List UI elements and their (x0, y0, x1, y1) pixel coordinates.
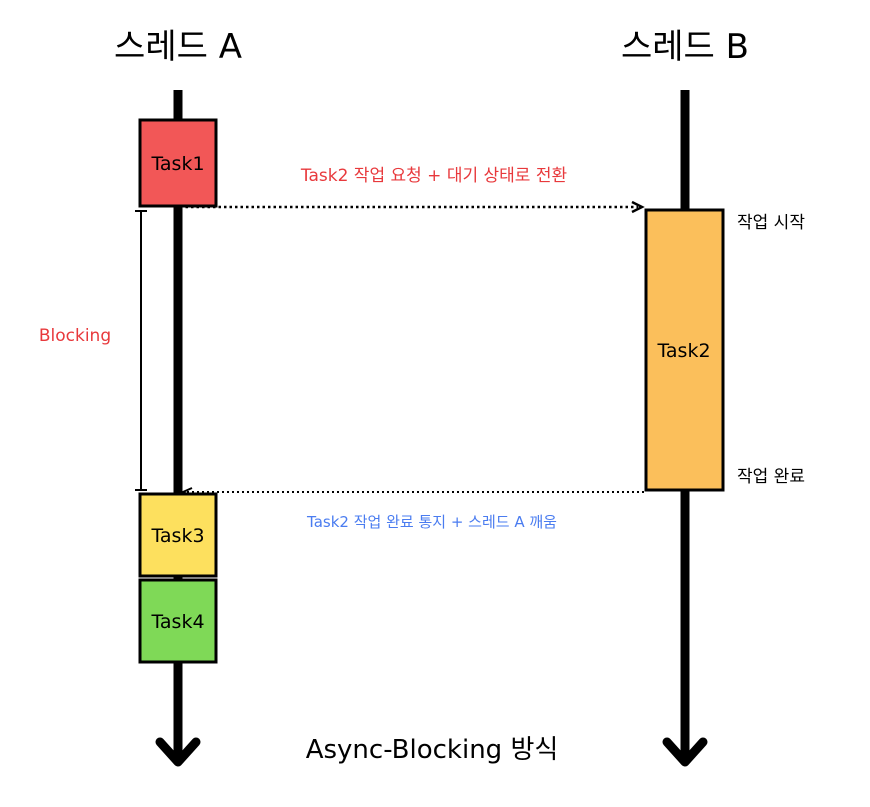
diagram-caption: Async-Blocking 방식 (306, 735, 559, 765)
task3-box (138, 492, 218, 578)
work-start-label: 작업 시작 (737, 213, 805, 233)
task2-box (644, 208, 725, 492)
task2-label: Task2 (656, 340, 710, 362)
notify-message: Task2 작업 완료 통지 + 스레드 A 깨움 (306, 513, 557, 531)
thread-a-arrowhead-icon (155, 737, 201, 767)
thread-b-label: 스레드 B (621, 27, 749, 67)
task3-label: Task3 (150, 525, 204, 547)
task1-label: Task1 (150, 153, 204, 175)
request-message: Task2 작업 요청 + 대기 상태로 전환 (300, 166, 567, 186)
task4-box (138, 578, 218, 664)
blocking-label: Blocking (39, 326, 111, 346)
task4-label: Task4 (150, 611, 204, 633)
task1-box (138, 118, 218, 208)
work-done-label: 작업 완료 (737, 467, 805, 487)
thread-a-label: 스레드 A (114, 27, 242, 67)
thread-b-arrowhead-icon (662, 737, 708, 767)
request-arrowhead-icon (631, 200, 645, 214)
